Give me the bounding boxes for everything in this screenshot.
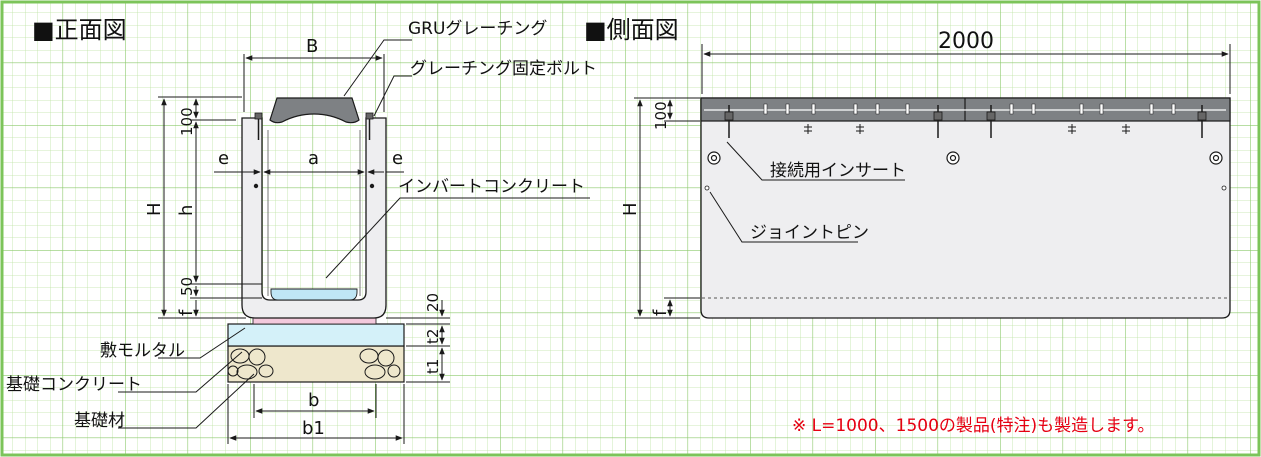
label-foundation-concrete: 基礎コンクリート (6, 375, 142, 395)
dim-label-e-right: e (392, 148, 403, 169)
dim-label-20: 20 (424, 293, 442, 312)
fixing-bolt-left (254, 112, 263, 140)
grating-slots (763, 103, 1176, 115)
label-connection-insert: 接続用インサート (770, 161, 906, 181)
joint-pin (704, 185, 1227, 191)
side-dim-label-f: f (650, 309, 671, 316)
label-base-material: 基礎材 (74, 411, 125, 431)
dim-label-b: b (308, 390, 319, 411)
dim-label-h: h (176, 205, 197, 216)
label-joint-pin: ジョイントピン (750, 223, 869, 243)
side-view-heading: ■側面図 (584, 16, 679, 44)
fixing-bolt-right (365, 112, 374, 140)
base-material (227, 345, 405, 383)
invert-concrete (270, 288, 358, 301)
insert-hole-left (253, 183, 259, 189)
anchor-marks (804, 124, 1130, 134)
dim-label-H: H (144, 202, 165, 216)
dim-label-f: f (176, 309, 197, 316)
gutter-side-body (700, 97, 1231, 319)
dim-label-50: 50 (178, 277, 196, 296)
dim-label-B: B (306, 36, 318, 57)
dim-label-e-left: e (218, 148, 229, 169)
manufacturing-note: ※ L=1000、1500の製品(特注)も製造します。 (792, 416, 1154, 436)
connection-insert (707, 151, 1223, 165)
grating-cross-section (269, 97, 360, 124)
label-fixing-bolt: グレーチング固定ボルト (410, 59, 597, 79)
dim-label-100: 100 (178, 107, 196, 136)
dim-label-b1: b1 (302, 418, 325, 439)
insert-hole-right (369, 183, 375, 189)
dim-label-a: a (308, 148, 319, 169)
label-mortar: 敷モルタル (100, 341, 185, 361)
label-invert-concrete: インバートコンクリート (398, 177, 585, 197)
side-dim-label-H: H (620, 202, 641, 216)
label-grating: GRUグレーチング (408, 19, 547, 39)
side-bolts (728, 105, 1203, 138)
side-dim-label-100: 100 (652, 101, 670, 130)
front-view-heading: ■正面図 (32, 16, 127, 44)
mortar-pad (252, 317, 377, 325)
front-view: ■正面図 (6, 16, 597, 444)
side-view: ■側面図 2000 (584, 16, 1231, 436)
dim-label-t1: t1 (424, 359, 442, 374)
dim-label-length: 2000 (938, 29, 994, 54)
dim-label-t2: t2 (424, 329, 442, 344)
foundation-concrete (227, 323, 405, 347)
